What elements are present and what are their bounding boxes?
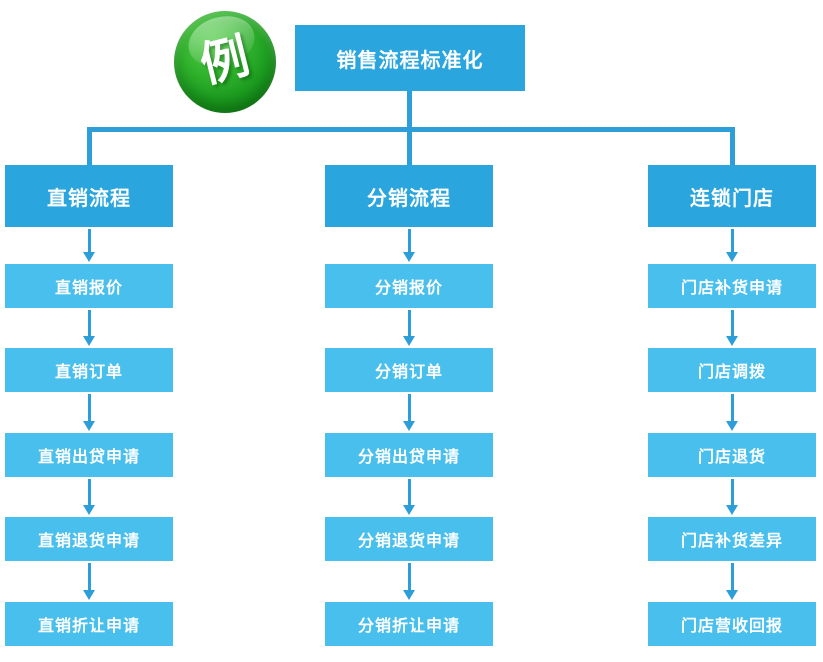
down-arrow-icon <box>83 229 95 262</box>
down-arrow-icon <box>403 394 415 431</box>
down-arrow-icon <box>83 310 95 346</box>
down-arrow-icon <box>403 479 415 515</box>
down-arrow-icon <box>403 563 415 600</box>
root-node-title: 销售流程标准化 <box>295 25 525 91</box>
connector-line-horizontal <box>87 127 735 132</box>
connector-line-col3 <box>730 130 735 166</box>
down-arrow-icon <box>403 229 415 262</box>
node-col3-header: 连锁门店 <box>648 165 816 227</box>
down-arrow-icon <box>403 310 415 346</box>
node-col1-item5: 直销折让申请 <box>5 602 173 646</box>
node-col3-item5: 门店营收回报 <box>648 602 816 646</box>
down-arrow-icon <box>726 479 738 515</box>
node-col1-item2: 直销订单 <box>5 348 173 392</box>
node-col2-header: 分销流程 <box>325 165 493 227</box>
node-col2-item5: 分销折让申请 <box>325 602 493 646</box>
node-col1-item1: 直销报价 <box>5 264 173 308</box>
node-col3-item2: 门店调拨 <box>648 348 816 392</box>
down-arrow-icon <box>83 479 95 515</box>
down-arrow-icon <box>726 563 738 600</box>
node-col2-item4: 分销退货申请 <box>325 517 493 561</box>
down-arrow-icon <box>726 394 738 431</box>
node-col2-item1: 分销报价 <box>325 264 493 308</box>
node-col1-item4: 直销退货申请 <box>5 517 173 561</box>
down-arrow-icon <box>726 310 738 346</box>
node-col3-item1: 门店补货申请 <box>648 264 816 308</box>
down-arrow-icon <box>726 229 738 262</box>
node-col1-header: 直销流程 <box>5 165 173 227</box>
node-col3-item4: 门店补货差异 <box>648 517 816 561</box>
down-arrow-icon <box>83 563 95 600</box>
node-col2-item2: 分销订单 <box>325 348 493 392</box>
connector-line-root <box>407 91 412 130</box>
node-col1-item3: 直销出贷申请 <box>5 433 173 477</box>
example-badge: 例 <box>174 8 276 113</box>
connector-line-col1 <box>87 130 92 166</box>
example-badge-label: 例 <box>195 29 255 94</box>
down-arrow-icon <box>83 394 95 431</box>
connector-line-col2 <box>407 130 412 166</box>
node-col3-item3: 门店退货 <box>648 433 816 477</box>
node-col2-item3: 分销出贷申请 <box>325 433 493 477</box>
